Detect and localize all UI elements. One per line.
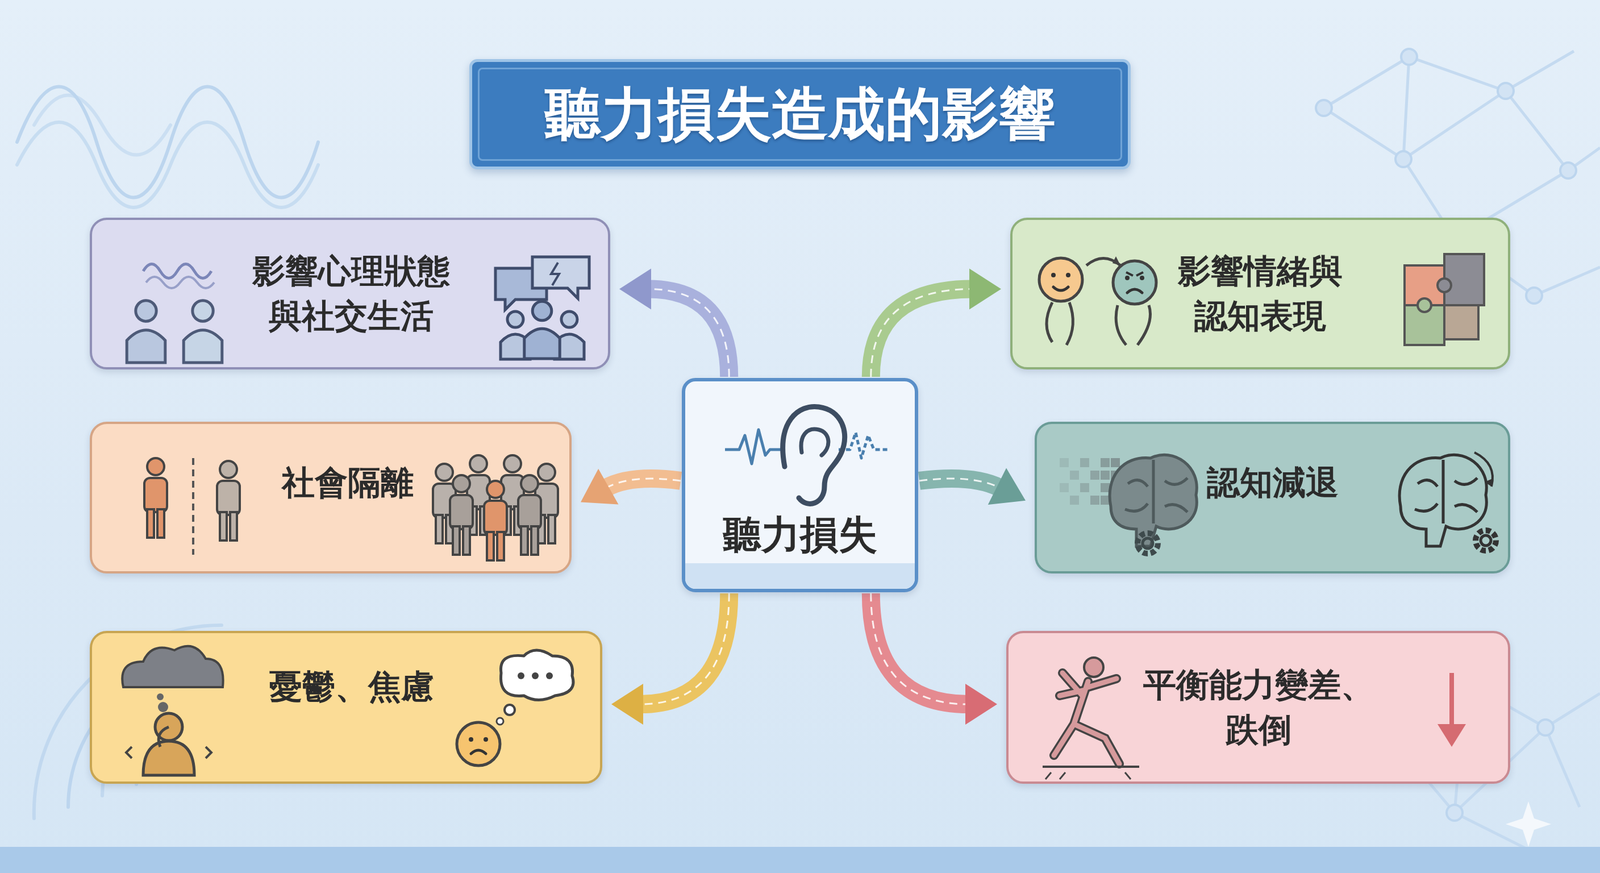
- curved-arrow: [619, 268, 729, 377]
- arrow-head: [580, 468, 619, 505]
- arrow-shaft: [919, 478, 1000, 488]
- box-label: 社會隔離: [281, 460, 414, 505]
- effect-box: 影響情緒與認知表現: [1010, 217, 1511, 370]
- arrow-shaft: [647, 288, 729, 377]
- arrow-dash: [919, 478, 1000, 488]
- curved-arrow: [871, 268, 1002, 377]
- arrow-dash: [871, 288, 973, 377]
- box-label: 憂鬱、焦慮: [269, 664, 435, 709]
- center-box: 聽力損失: [681, 377, 919, 593]
- box-label: 影響心理狀態與社交生活: [250, 248, 452, 339]
- arrow-shaft: [605, 478, 681, 489]
- box-label: 平衡能力變差、跌倒: [1139, 662, 1378, 752]
- arrow-head: [619, 268, 652, 310]
- box-label: 認知減退: [1206, 460, 1339, 505]
- arrow-head: [611, 683, 644, 725]
- box-icons: [92, 632, 603, 784]
- effect-box: 認知減退: [1034, 421, 1511, 574]
- title-box: 聽力損失造成的影響: [469, 59, 1131, 170]
- curved-arrow: [580, 468, 681, 505]
- curved-arrow: [919, 468, 1026, 505]
- arrow-head: [965, 683, 998, 725]
- curved-arrow: [611, 593, 729, 725]
- arrow-dash: [639, 593, 729, 704]
- center-label: 聽力損失: [722, 508, 878, 561]
- arrow-shaft: [871, 593, 969, 704]
- effect-box: 平衡能力變差、跌倒: [1006, 630, 1511, 784]
- box-icons: [92, 219, 611, 370]
- curved-arrow: [871, 593, 998, 725]
- arrow-dash: [871, 593, 969, 704]
- arrow-shaft: [639, 593, 729, 704]
- box-icons: [1012, 219, 1511, 370]
- arrow-head: [969, 268, 1002, 310]
- effect-box: 憂鬱、焦慮: [89, 630, 603, 784]
- arrow-shaft: [871, 288, 973, 377]
- box-icons: [1008, 632, 1511, 784]
- effect-box: 影響心理狀態與社交生活: [89, 217, 611, 370]
- arrow-dash: [647, 288, 729, 377]
- title-text: 聽力損失造成的影響: [472, 61, 1128, 167]
- arrow-head: [988, 468, 1026, 505]
- arrow-dash: [605, 478, 681, 489]
- box-icons: [685, 381, 919, 593]
- effect-box: 社會隔離: [89, 421, 572, 574]
- box-label: 影響情緒與認知表現: [1176, 248, 1345, 339]
